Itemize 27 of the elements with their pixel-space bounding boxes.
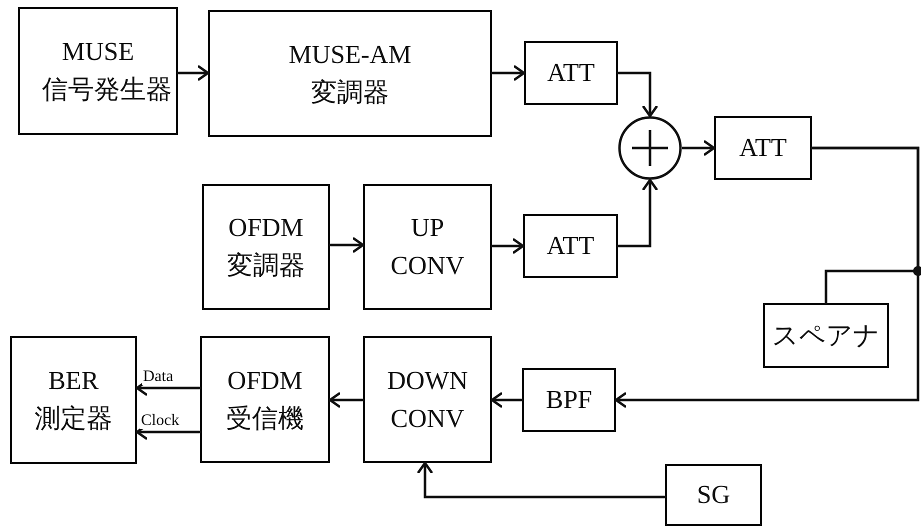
arrow <box>490 392 522 408</box>
block-box: BER 測定器 <box>10 336 137 464</box>
arrow <box>416 462 665 498</box>
block-box: BPF <box>522 368 616 432</box>
arrow <box>492 238 524 254</box>
arrow <box>492 64 526 82</box>
connector-line <box>812 146 920 303</box>
arrow <box>618 72 658 118</box>
block-box: ATT <box>524 41 618 105</box>
block-box: OFDM 変調器 <box>202 184 330 310</box>
arrow <box>618 178 658 248</box>
block-box: DOWN CONV <box>363 336 492 463</box>
block-box: ATT <box>523 214 618 278</box>
edge-label: Data <box>142 369 174 385</box>
arrow <box>330 236 364 254</box>
block-box: SG <box>665 464 762 526</box>
block-box: ATT <box>714 116 812 180</box>
block-box: スペアナ <box>763 303 889 368</box>
arrow <box>178 64 210 82</box>
edge-label: Clock <box>140 413 180 429</box>
block-box: UP CONV <box>363 184 492 310</box>
block-box: MUSE 信号発生器 <box>18 7 178 135</box>
summing-junction <box>618 116 682 180</box>
block-box: MUSE-AM 変調器 <box>208 10 492 137</box>
arrow <box>328 392 363 408</box>
arrow <box>682 140 716 156</box>
block-box: OFDM 受信機 <box>200 336 330 463</box>
